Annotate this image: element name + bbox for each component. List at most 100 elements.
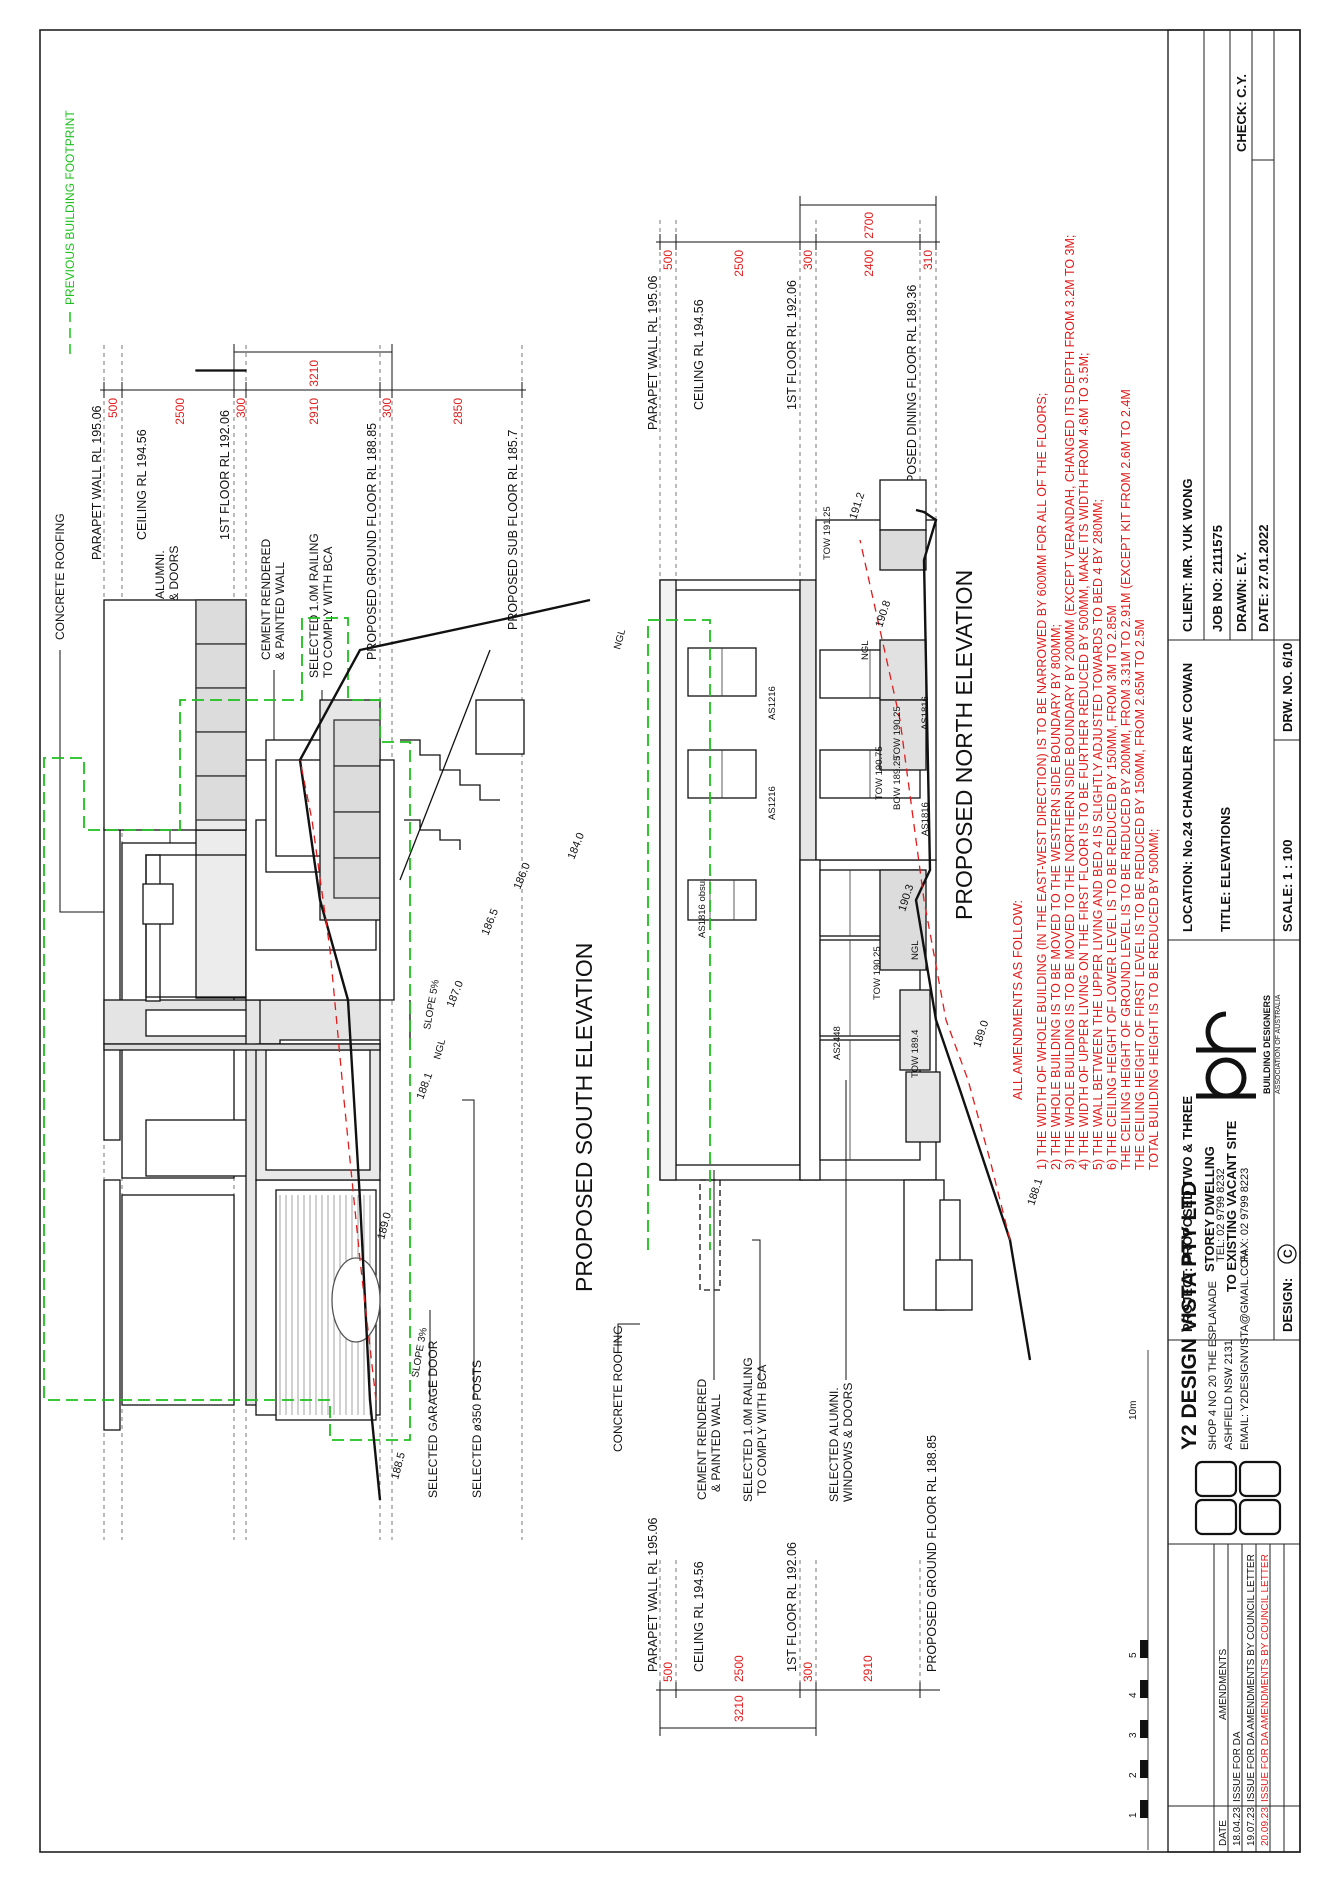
project-line3: TO EXISTING VACANT SITE	[1224, 1120, 1239, 1292]
company-address2: ASHFIELD NSW 2131	[1223, 1340, 1235, 1450]
south-dim-2910: 2910	[307, 398, 321, 425]
north-left-ground: PROPOSED GROUND FLOOR RL 188.85	[925, 1435, 939, 1672]
footprint-legend: PREVIOUS BUILDING FOOTPRINT	[63, 110, 77, 360]
job-number: JOB NO: 2111575	[1210, 525, 1225, 632]
company-name: Y2 DESIGN VISTA PTY LTD	[1178, 1181, 1201, 1450]
scale: SCALE: 1 : 100	[1280, 840, 1295, 932]
north-level-parapet: PARAPET WALL RL 195.06	[646, 275, 660, 430]
south-ground-1865: 186.5	[480, 907, 501, 937]
north-ground-1890: 189.0	[971, 1019, 991, 1049]
north-tag-as1816-a: AS1816	[920, 696, 931, 730]
client: CLIENT: MR. YUK WONG	[1180, 478, 1195, 632]
north-tag-tow-19075: TOW 190.75	[874, 746, 885, 800]
scale-tick-10m: 10m	[1128, 1401, 1139, 1420]
north-level-1st: 1ST FLOOR RL 192.06	[785, 280, 799, 410]
amend-table-head: AMENDMENTS	[1218, 1649, 1229, 1720]
company-address1: SHOP 4 NO 20 THE ESPLANADE	[1207, 1281, 1219, 1450]
north-tag-as2448: AS2448	[832, 1026, 843, 1060]
south-dim-2500: 2500	[173, 398, 187, 425]
south-ngl-1: NGL	[432, 1038, 448, 1061]
amend-row3-date: 20.09.23	[1260, 1807, 1271, 1846]
south-ground-1860: 186.0	[512, 861, 533, 891]
north-left-dim-2500: 2500	[732, 1655, 746, 1682]
south-level-1st: 1ST FLOOR RL 192.06	[218, 410, 232, 540]
amend-row2-text: ISSUE FOR DA AMENDMENTS BY COUNCIL LETTE…	[1246, 1554, 1257, 1802]
north-elevation: 500 2500 300 2400 310 2700 PARAPET WALL …	[611, 196, 1045, 1736]
north-dim-300: 300	[801, 250, 815, 270]
north-tag-as1816-b: AS1816	[920, 802, 931, 836]
scale-tick-3: 3	[1128, 1732, 1139, 1738]
date: DATE: 27.01.2022	[1256, 525, 1271, 632]
company-fax: FAX: 02 9799 8223	[1239, 1168, 1251, 1262]
north-level-dining: PROPOSED DINING FLOOR RL 189.36	[905, 285, 919, 510]
amend-row1-date: 18.04.23	[1232, 1807, 1243, 1846]
south-label-roofing: CONCRETE ROOFING	[53, 513, 67, 640]
amend-item-4: 4) THE WIDTH OF UPPER LIVING ON THE FIRS…	[1077, 353, 1091, 1171]
south-dim-3210: 3210	[307, 360, 321, 387]
north-tag-tow-19125: TOW 191.25	[822, 506, 833, 560]
south-ground-1870: 187.0	[445, 979, 466, 1009]
north-title: PROPOSED NORTH ELEVATION	[951, 570, 977, 920]
south-ground-1881: 188.1	[415, 1071, 436, 1101]
north-label-roofing: CONCRETE ROOFING	[611, 1325, 625, 1452]
north-tag-tow-1894: TOW 189.4	[910, 1030, 921, 1078]
north-tag-tow-19025-b: TOW 190.25	[892, 706, 903, 760]
scale-tick-4: 4	[1128, 1692, 1139, 1698]
north-dim-2500: 2500	[732, 250, 746, 277]
south-dim-500: 500	[106, 398, 120, 418]
north-ground-1881: 188.1	[1025, 1177, 1045, 1207]
north-left-dim-2910: 2910	[861, 1655, 875, 1682]
amend-table-date-head: DATE	[1218, 1820, 1229, 1846]
bda-line2: ASSOCIATION OF AUSTRALIA	[1275, 994, 1282, 1094]
amend-item-5: 5) THE WALL BETWEEN THE UPPER LIVING AND…	[1091, 499, 1105, 1170]
north-tag-as1216-b: AS1216	[767, 786, 778, 820]
checked-by: CHECK: C.Y.	[1234, 74, 1249, 152]
north-tag-ngl-b: NGL	[860, 640, 871, 660]
amend-row3-text: ISSUE FOR DA AMENDMENTS BY COUNCIL LETTE…	[1260, 1554, 1271, 1802]
amendment-notes: ALL AMENDMENTS AS FOLLOW: 1) THE WIDTH O…	[1010, 235, 1161, 1170]
design-label: DESIGN:	[1280, 1278, 1295, 1332]
project-line2: STOREY DWELLING	[1202, 1146, 1217, 1272]
north-left-1st: 1ST FLOOR RL 192.06	[785, 1542, 799, 1672]
amend-item-6: 6) THE CEILING HEIGHT OF LOWER LEVEL IS …	[1105, 605, 1119, 1170]
amend-item-9: TOTAL BUILDING HEIGHT IS TO BE REDUCED B…	[1147, 829, 1161, 1170]
south-label-railing: SELECTED 1.0M RAILINGTO COMPLY WITH BCA	[307, 533, 335, 678]
bda-line1: BUILDING DESIGNERS	[1262, 995, 1272, 1094]
bda-logo	[1196, 1011, 1256, 1099]
amend-item-1: 1) THE WIDTH OF WHOLE BUILDING (IN THE E…	[1035, 393, 1049, 1170]
north-label-wall: CEMENT RENDERED& PAINTED WALL	[695, 1379, 723, 1500]
design-value: C	[1281, 1249, 1295, 1258]
south-label-garage: SELECTED GARAGE DOOR	[426, 1340, 440, 1498]
scale-tick-1: 1	[1128, 1812, 1139, 1818]
north-left-dim-300: 300	[801, 1662, 815, 1682]
north-label-railing: SELECTED 1.0M RAILINGTO COMPLY WITH BCA	[741, 1357, 769, 1502]
north-level-ceiling: CEILING RL 194.56	[692, 299, 706, 410]
south-level-ceiling: CEILING RL 194.56	[135, 429, 149, 540]
scale-tick-2: 2	[1128, 1772, 1139, 1778]
amend-heading: ALL AMENDMENTS AS FOLLOW:	[1010, 900, 1025, 1100]
amend-item-2: 2) THE WHOLE BUILDING IS TO BE MOVED TO …	[1049, 624, 1063, 1170]
north-label-windows: SELECTED ALUMNI.WINDOWS & DOORS	[827, 1383, 855, 1502]
north-left-ceiling: CEILING RL 194.56	[692, 1561, 706, 1672]
south-dim-2850: 2850	[451, 398, 465, 425]
drawing-number: DRW. NO. 6/10	[1280, 643, 1295, 732]
project-line1: PROJECT: PROPOSED TWO & THREE	[1180, 1095, 1195, 1332]
south-level-parapet: PARAPET WALL RL 195.06	[90, 405, 104, 560]
scale-bar: 1 2 3 4 5 10m	[1128, 1350, 1149, 1850]
north-dim-2700: 2700	[862, 212, 876, 239]
footprint-legend-label: PREVIOUS BUILDING FOOTPRINT	[63, 110, 77, 305]
north-left-dim-3210: 3210	[732, 1695, 746, 1722]
amend-item-7: THE CEILING HEIGHT OF GROUND LEVEL IS TO…	[1119, 389, 1133, 1170]
location: LOCATION: No.24 CHANDLER AVE COWAN	[1180, 663, 1195, 932]
south-label-wall: CEMENT RENDERED& PAINTED WALL	[259, 539, 287, 660]
title-block: DATE AMENDMENTS 18.04.23 ISSUE FOR DA 19…	[1167, 29, 1301, 1853]
company-logo	[1194, 1460, 1282, 1536]
amend-item-8: THE CEILING HEIGHT OF FIRST LEVEL IS TO …	[1133, 619, 1147, 1170]
company-email: EMAIL: Y2DESIGNVISTA@GMAIL.COM	[1239, 1250, 1251, 1450]
company-tel: TEL: 02 9799 8232	[1215, 1168, 1227, 1262]
north-tag-ngl-a: NGL	[910, 940, 921, 960]
north-tag-as1816-obsu: AS1816 obsu.	[697, 878, 708, 938]
south-level-ground: PROPOSED GROUND FLOOR RL 188.85	[365, 423, 379, 660]
north-tag-bow-18925: BOW 189.25	[892, 756, 903, 810]
